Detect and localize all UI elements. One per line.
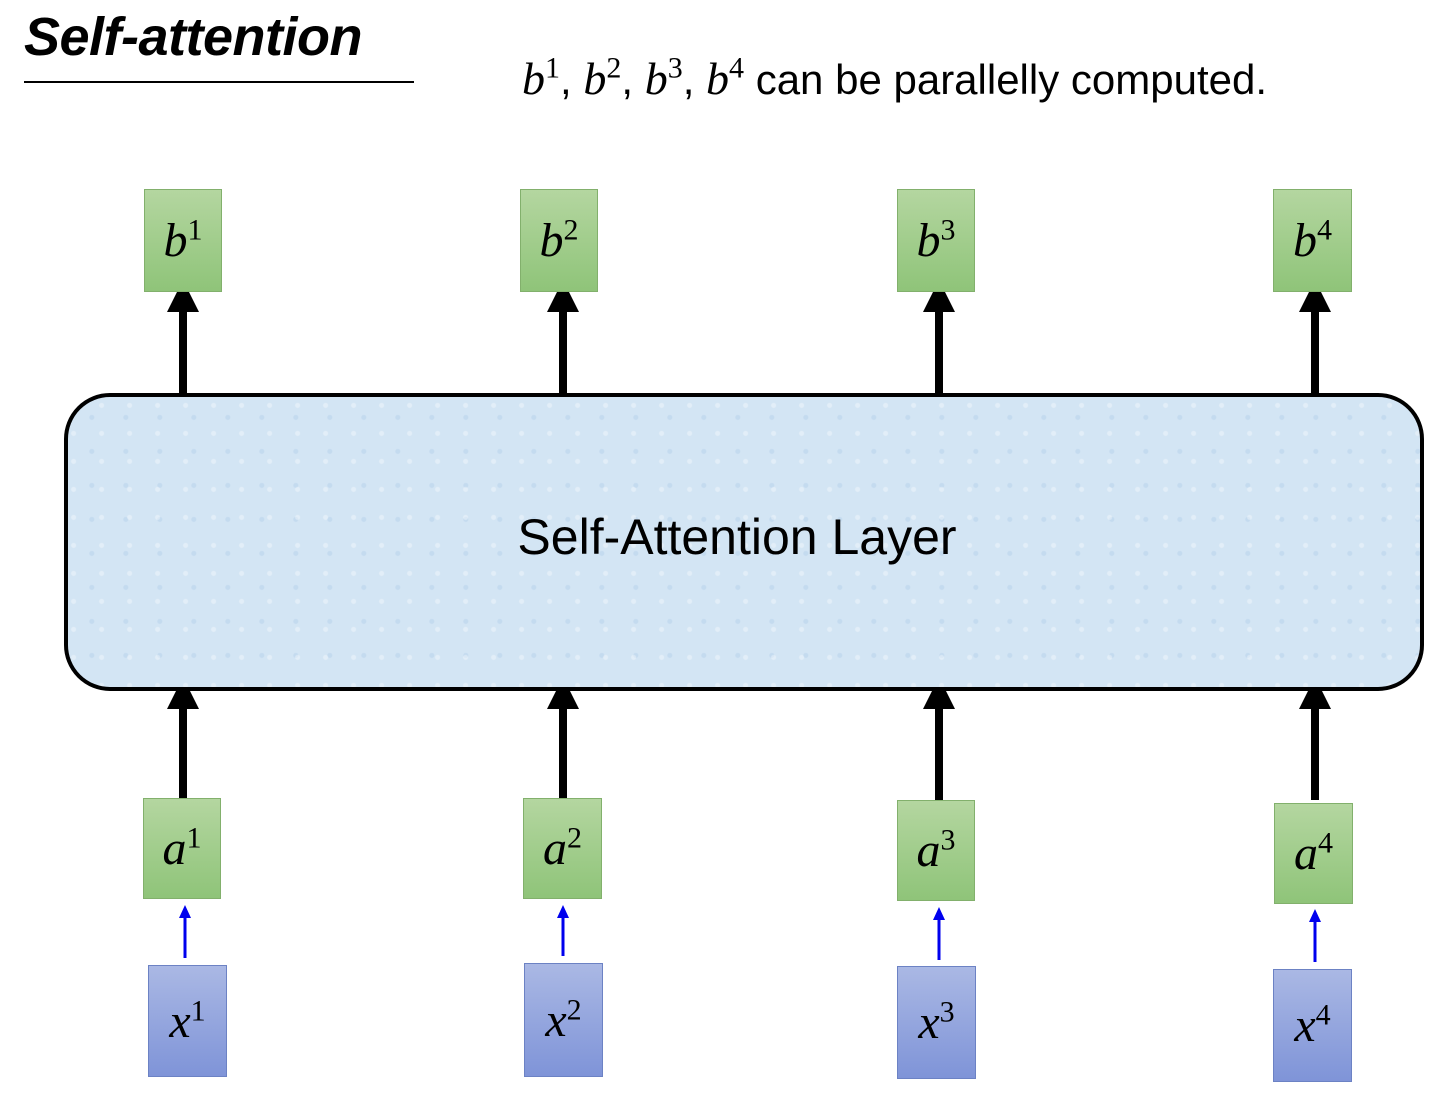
- input-a4-base: a: [1294, 827, 1318, 880]
- embed-arrows: [179, 905, 1321, 962]
- input-a4-sup: 4: [1318, 826, 1333, 860]
- source-box-x2: x2: [524, 963, 603, 1077]
- source-x3-base: x: [918, 996, 940, 1049]
- output-b3-sup: 3: [940, 213, 956, 247]
- input-box-a2: a2: [523, 798, 602, 899]
- input-a1-sup: 1: [186, 821, 202, 855]
- slide-title: Self-attention: [24, 7, 363, 67]
- output-b4-base: b: [1293, 214, 1317, 267]
- source-box-x4: x4: [1273, 969, 1352, 1082]
- input-a1-base: a: [162, 822, 187, 875]
- subtitle: b1, b2, b3, b4 can be parallelly compute…: [522, 51, 1268, 104]
- output-b2-sup: 2: [563, 213, 579, 247]
- output-box-b4: b4: [1273, 189, 1352, 292]
- output-box-b1: b1: [144, 189, 222, 292]
- subtitle-var-b2: b2: [583, 51, 622, 104]
- source-x1-sup: 1: [190, 994, 206, 1027]
- source-x1-base: x: [169, 994, 191, 1048]
- input-a3-sup: 3: [940, 823, 956, 857]
- arrowhead-x3-a3: [933, 907, 945, 920]
- output-b1-sup: 1: [187, 213, 203, 247]
- input-box-a3: a3: [897, 800, 975, 901]
- source-box-x3: x3: [897, 966, 976, 1079]
- source-x4-base: x: [1294, 999, 1316, 1052]
- input-box-a1: a1: [143, 798, 221, 899]
- input-a2-sup: 2: [567, 821, 582, 855]
- source-x2-base: x: [545, 993, 567, 1047]
- layer-label: Self-Attention Layer: [517, 509, 957, 565]
- input-arrows: [167, 677, 1331, 800]
- source-x3-sup: 3: [939, 995, 955, 1029]
- output-arrows: [167, 280, 1331, 393]
- source-x2-sup: 2: [566, 993, 582, 1026]
- subtitle-var-b4: b4: [706, 51, 745, 104]
- output-b4-sup: 4: [1317, 213, 1332, 247]
- input-a3-base: a: [916, 824, 941, 877]
- input-box-a4: a4: [1274, 803, 1353, 904]
- subtitle-var-b3: b3: [644, 51, 683, 104]
- subtitle-var-b1: b1: [522, 51, 560, 104]
- output-b2-base: b: [539, 214, 564, 267]
- input-a2-base: a: [543, 822, 567, 875]
- output-b3-base: b: [916, 214, 941, 267]
- arrowhead-x1-a1: [179, 905, 191, 918]
- source-box-x1: x1: [148, 965, 227, 1077]
- arrowhead-x4-a4: [1309, 909, 1321, 922]
- subtitle-text: can be parallelly computed.: [744, 56, 1268, 103]
- output-box-b2: b2: [520, 189, 598, 292]
- source-x4-sup: 4: [1315, 998, 1331, 1032]
- title-underline: [24, 81, 414, 83]
- self-attention-layer: Self-Attention Layer: [64, 393, 1424, 691]
- output-b1-base: b: [163, 214, 188, 267]
- arrowhead-x2-a2: [557, 905, 569, 918]
- output-box-b3: b3: [897, 189, 975, 292]
